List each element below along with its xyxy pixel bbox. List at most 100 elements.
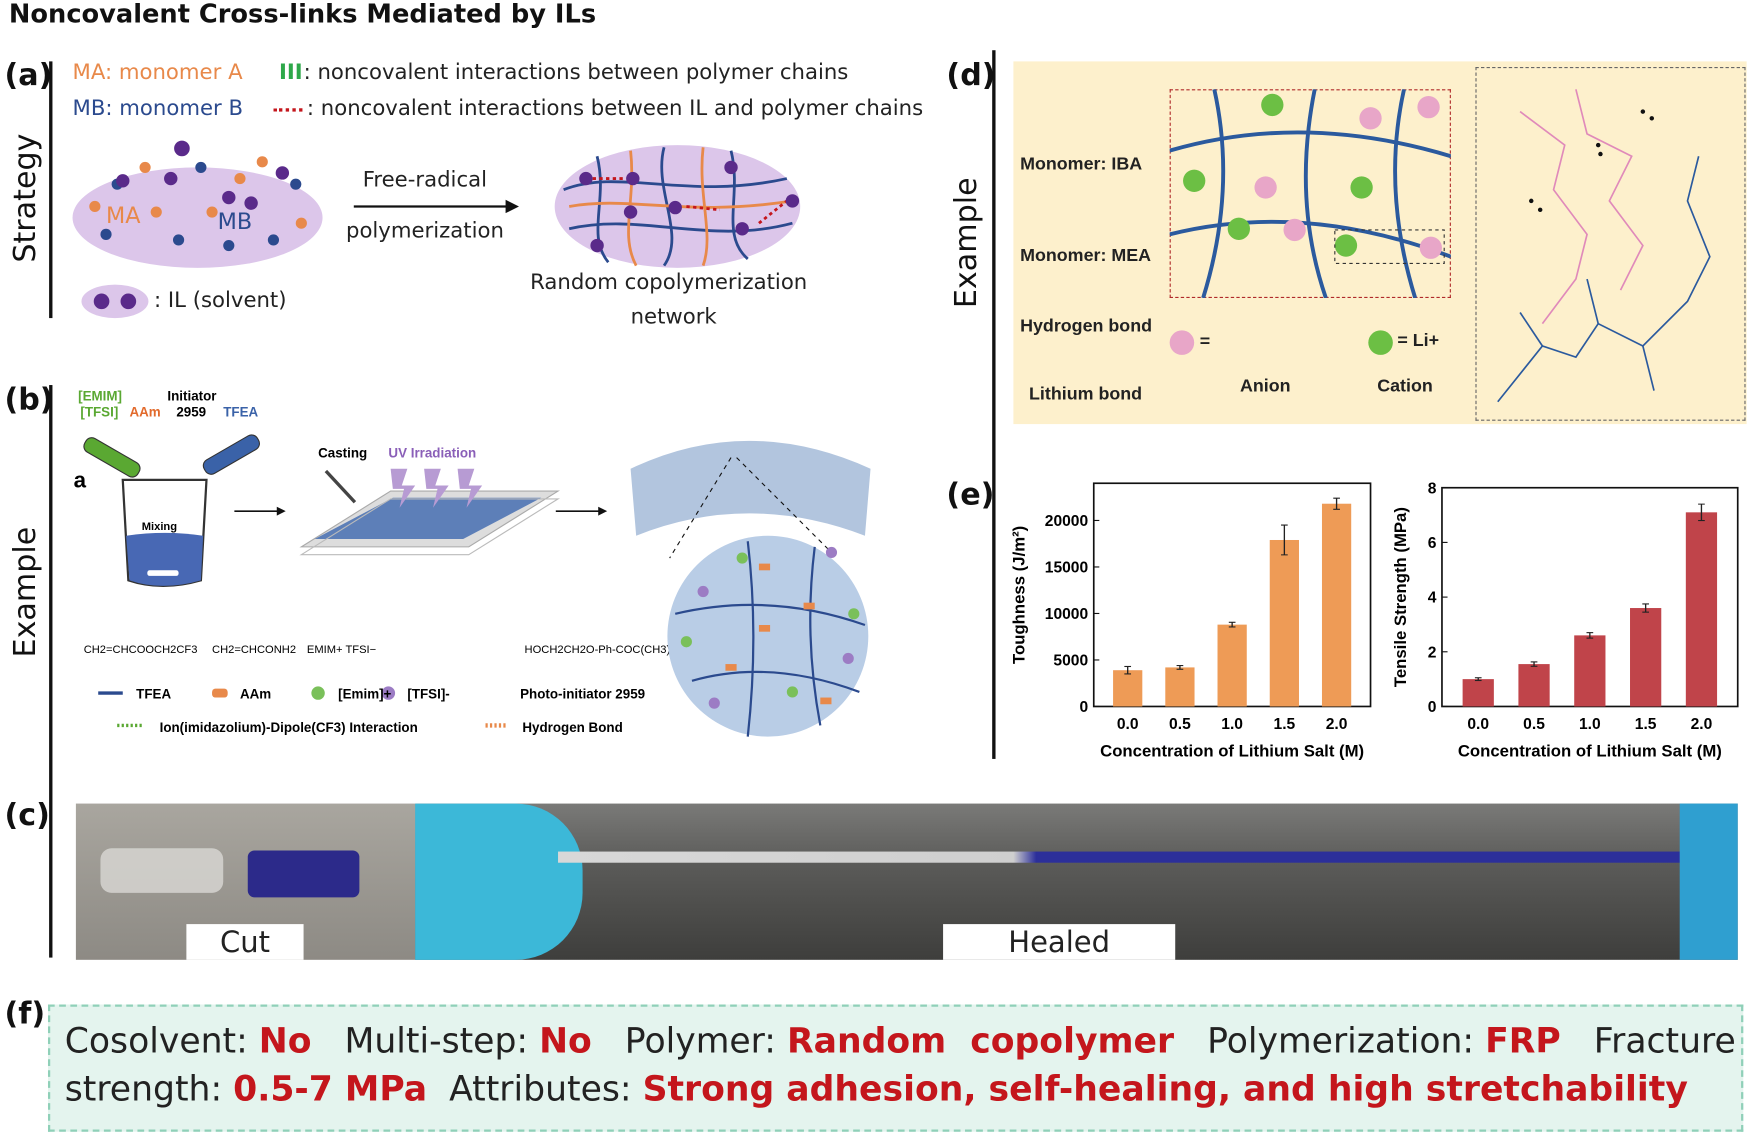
ma-label: MA <box>106 203 141 229</box>
casting-label: Casting <box>318 445 368 461</box>
x-tick-label: 1.5 <box>1635 716 1657 733</box>
blue-tube-icon <box>202 434 260 475</box>
uv-label: UV Irradiation <box>388 445 477 461</box>
cation-icon <box>1368 330 1393 355</box>
network-drawing <box>1169 89 1451 298</box>
glove-left <box>415 803 583 960</box>
divider <box>49 61 53 319</box>
bar <box>1217 624 1247 707</box>
y-tick-label: 10000 <box>1045 606 1089 623</box>
x-tick-label: 0.5 <box>1169 716 1191 733</box>
structure-drawing <box>1497 89 1711 403</box>
bar <box>1165 667 1195 707</box>
bar <box>1321 503 1352 707</box>
y-tick-label: 0 <box>1428 699 1437 716</box>
x-tick-label: 1.0 <box>1579 716 1601 733</box>
legend-aam: AAm <box>239 686 272 703</box>
legend-emim: [Emim]+ <box>338 686 392 703</box>
bar <box>1630 608 1662 707</box>
y-tick-label: 6 <box>1428 535 1437 552</box>
y-tick-label: 4 <box>1428 590 1437 607</box>
panel-b-label: (b) <box>4 382 54 418</box>
panel-f-label: (f) <box>4 996 46 1032</box>
synthesis-illustration: Mixing CH2=CHCOOCH2CF3 CH2=CHCONH2 EMIM+… <box>83 434 670 728</box>
bar <box>1518 664 1550 707</box>
healed-caption: Healed <box>1008 926 1111 960</box>
mb-label: MB <box>218 209 253 235</box>
legend-hbond: Hydrogen Bond <box>522 719 623 736</box>
legend-photo-initiator: Photo-initiator 2959 <box>520 686 646 703</box>
polymerization-key: Polymerization: <box>1207 1021 1486 1062</box>
green-tube-icon <box>83 437 141 478</box>
legend-il-interaction: : noncovalent interactions between IL an… <box>306 95 924 121</box>
x-tick-label: 0.5 <box>1523 716 1545 733</box>
anion-icon <box>1169 330 1195 355</box>
bar <box>1269 539 1299 707</box>
bar <box>1574 635 1606 707</box>
il-legend-label: : IL (solvent) <box>154 287 287 313</box>
strength-key: strength: <box>64 1069 234 1110</box>
reagent-tfea: TFEA <box>223 404 259 420</box>
result-label-1: Random copolymerization <box>530 270 808 295</box>
libond-label: Lithium bond <box>1029 385 1143 405</box>
attributes-key: Attributes: <box>449 1069 643 1110</box>
healed-sample <box>558 851 1697 863</box>
figure-title: Noncovalent Cross-links Mediated by ILs <box>8 0 597 30</box>
monomer-ellipse <box>72 167 323 268</box>
x-axis-label: Concentration of Lithium Salt (M) <box>1100 742 1364 761</box>
multistep-value: No <box>539 1021 592 1062</box>
monomer-dots <box>89 140 307 252</box>
y-tick-label: 0 <box>1079 699 1088 716</box>
structure-zoom-box <box>1475 66 1746 421</box>
bar <box>1113 670 1143 707</box>
anion-equals: = <box>1199 332 1211 352</box>
cut-sample-blue <box>247 850 360 898</box>
legend-ion-dipole: Ion(imidazolium)-Dipole(CF3) Interaction <box>159 719 418 736</box>
mixing-label: Mixing <box>142 521 178 533</box>
a-struct-tfea: CH2=CHCOOCH2CF3 <box>84 644 198 656</box>
example-side-label-b: Example <box>8 526 43 658</box>
a-struct-emim: EMIM+ TFSI− <box>307 644 376 656</box>
y-tick-label: 15000 <box>1045 560 1089 577</box>
y-tick-label: 20000 <box>1045 513 1089 530</box>
panel-a-label: (a) <box>4 58 53 93</box>
healed-caption-box <box>943 924 1176 960</box>
strategy-side-label: Strategy <box>8 133 43 263</box>
x-tick-label: 2.0 <box>1326 716 1348 733</box>
panel-d-label: (d) <box>946 58 996 93</box>
divider <box>992 50 996 759</box>
li-label: = Li+ <box>1397 331 1440 351</box>
monomer-iba-label: Monomer: IBA <box>1020 155 1143 175</box>
a-struct-2959: HOCH2CH2O-Ph-COC(CH3)2OH <box>525 644 670 656</box>
a-struct-aam: CH2=CHCONH2 <box>212 644 296 656</box>
cut-caption-box <box>186 924 304 960</box>
attributes-value: Strong adhesion, self-healing, and high … <box>642 1069 1688 1110</box>
x-tick-label: 2.0 <box>1691 716 1713 733</box>
polymer-key: Polymer: <box>624 1021 787 1062</box>
reagent-emim: [EMIM] <box>78 388 123 405</box>
dropper-icon <box>324 469 357 504</box>
sub-label-a: a <box>73 468 87 494</box>
uv-bolt-icon <box>390 468 483 508</box>
x-tick-label: 1.5 <box>1274 716 1296 733</box>
summary-line-2: strength: 0.5-7 MPa Attributes: Strong a… <box>65 1069 1688 1109</box>
divider <box>49 385 53 958</box>
cut-caption: Cut <box>219 926 270 960</box>
anion-label: Anion <box>1239 377 1291 397</box>
multistep-key: Multi-step: <box>344 1021 540 1062</box>
y-tick-label: 8 <box>1428 480 1437 497</box>
network-zoom-box <box>1169 89 1451 298</box>
summary-line-1: Cosolvent: No Multi-step: No Polymer: Ra… <box>65 1021 1736 1061</box>
x-tick-label: 0.0 <box>1117 716 1139 733</box>
cut-sample-clear <box>100 848 224 893</box>
cosolvent-key: Cosolvent: <box>64 1021 259 1062</box>
legend-chain-symbol: III <box>279 60 303 85</box>
casting-plate <box>299 490 560 556</box>
reagent-tfsi: [TFSI] <box>80 404 119 420</box>
monomer-mea-label: Monomer: MEA <box>1020 246 1152 266</box>
x-tick-label: 0.0 <box>1467 716 1489 733</box>
legend-monomer-a: MA: monomer A <box>72 60 243 85</box>
polymerization-value: FRP <box>1485 1021 1561 1062</box>
